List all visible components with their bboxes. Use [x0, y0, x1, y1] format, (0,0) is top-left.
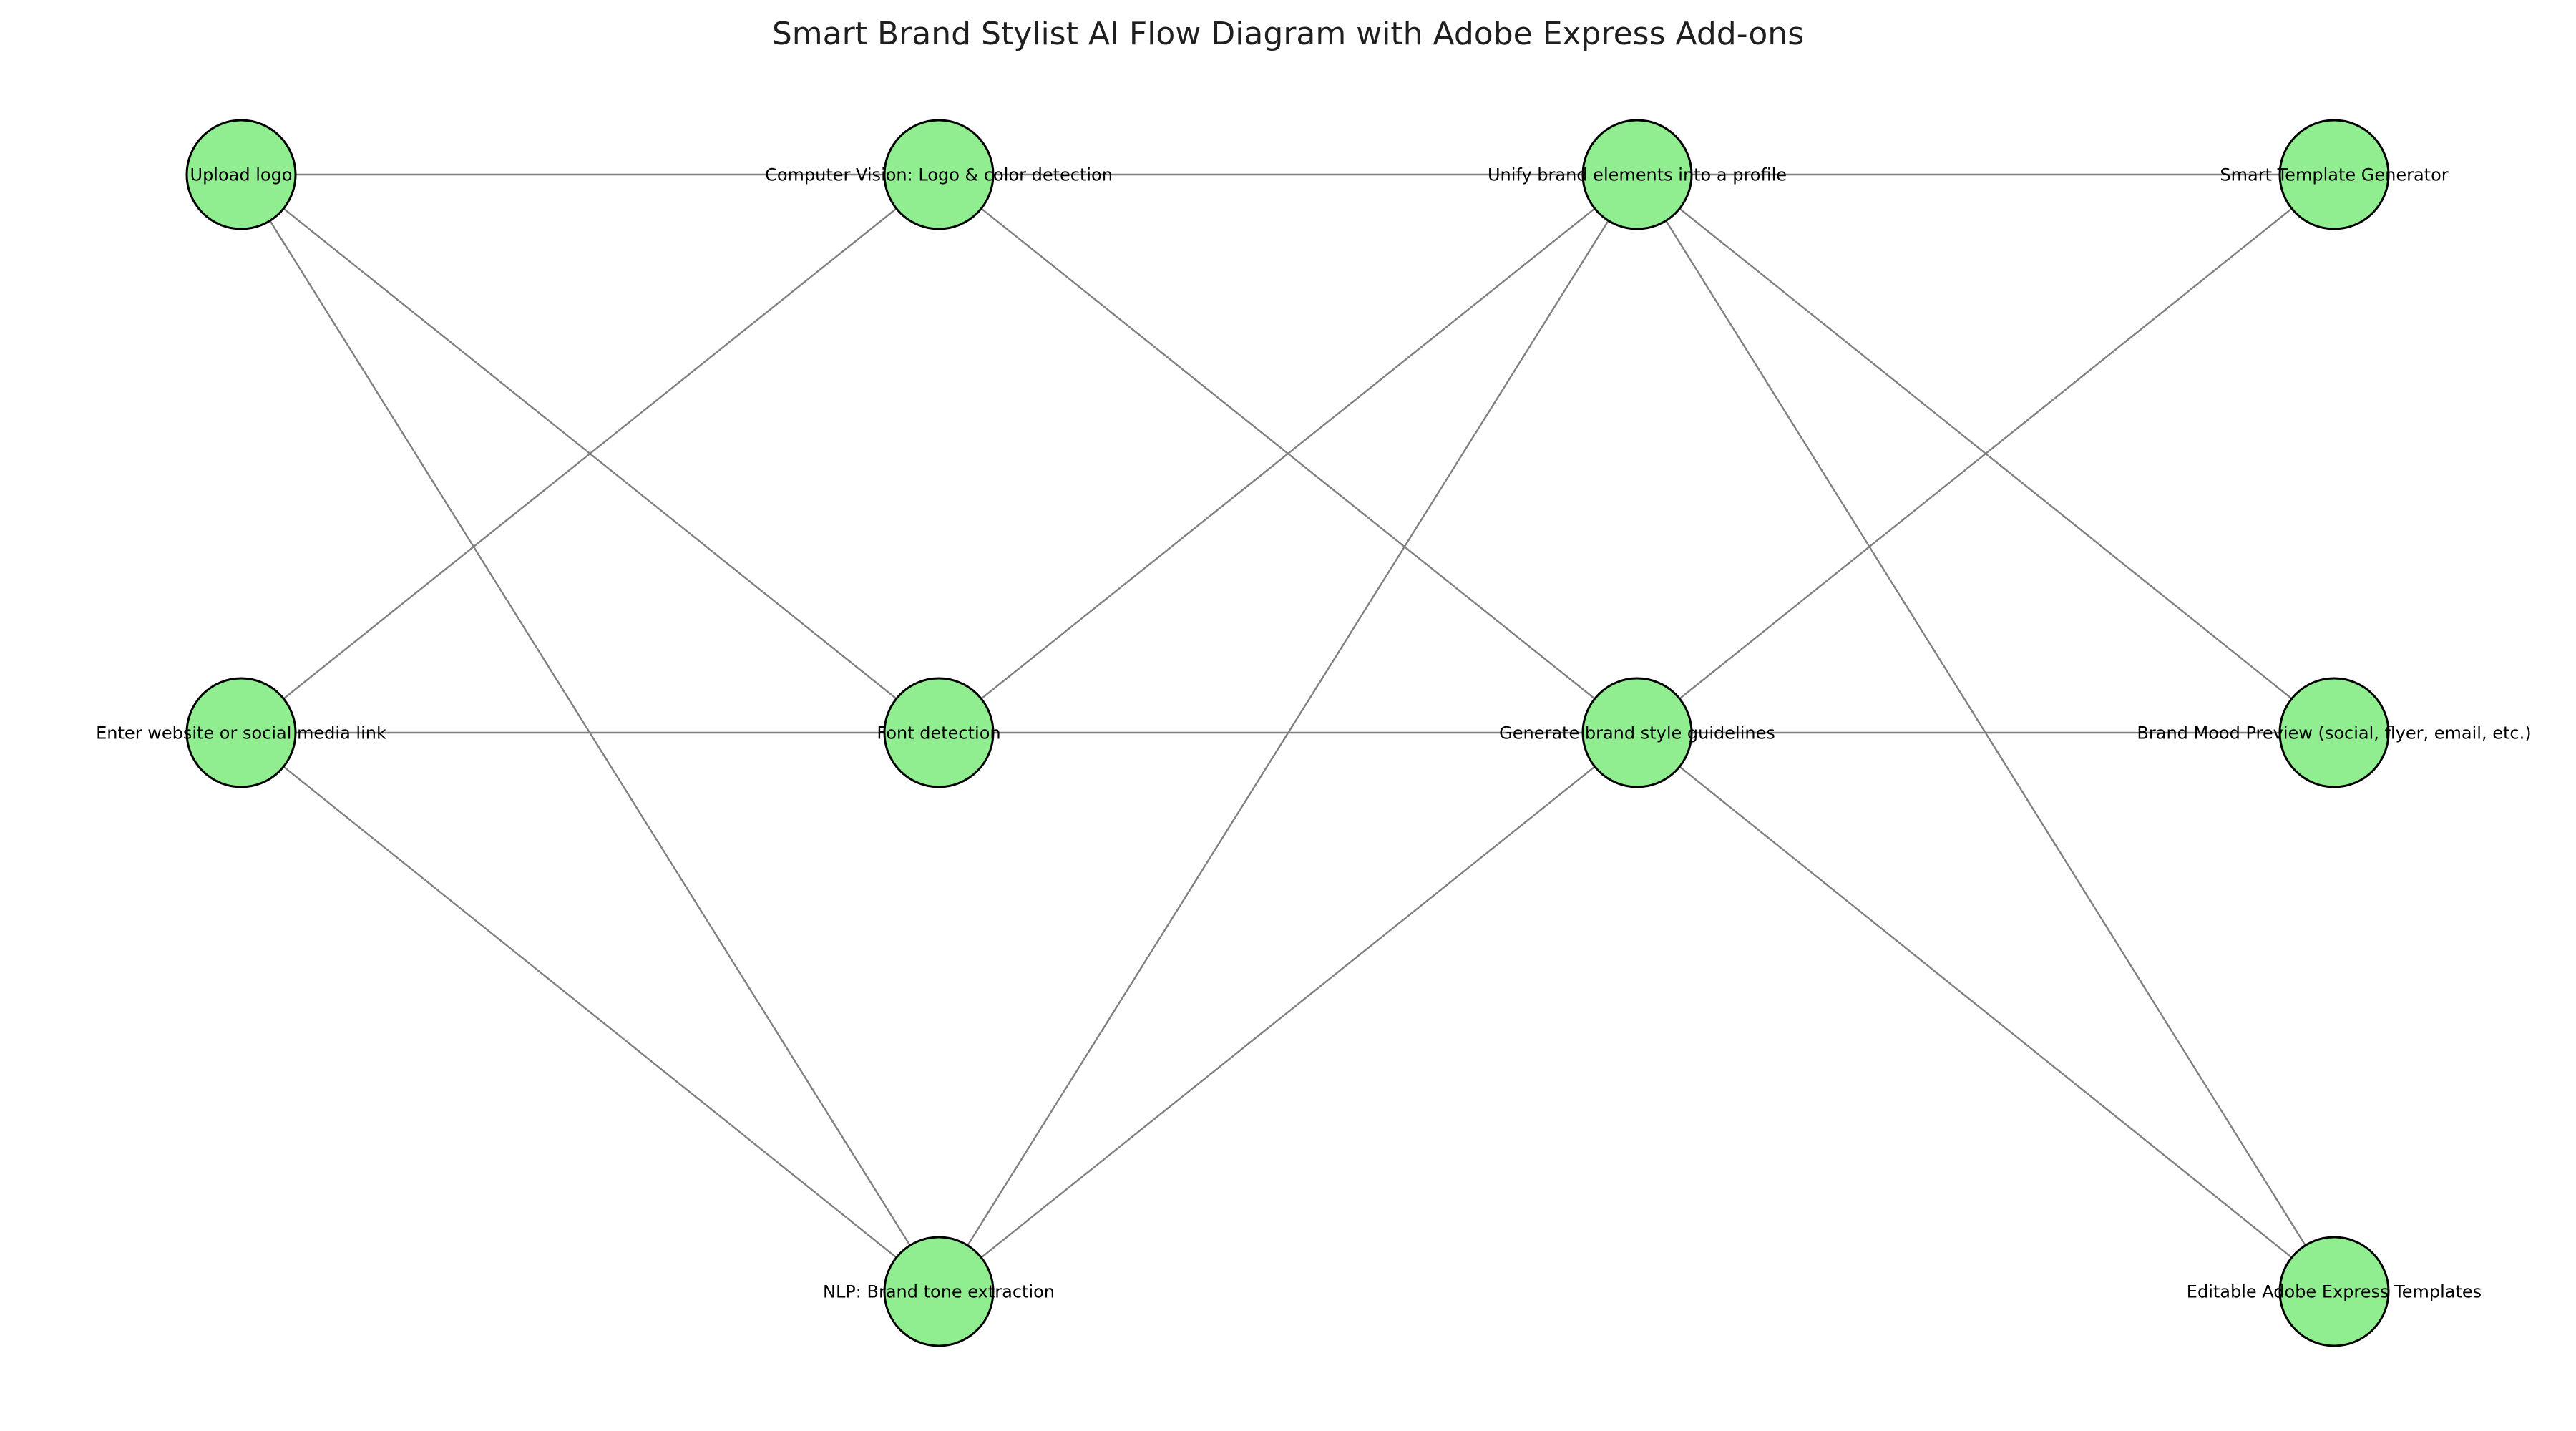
node-label-template-generator: Smart Template Generator	[2220, 165, 2448, 185]
edge-font-detection--unify-profile	[938, 174, 1638, 733]
node-nlp-tone	[883, 1236, 995, 1347]
nodes-layer	[185, 119, 2390, 1347]
node-unify-profile	[1581, 119, 1693, 230]
node-label-unify-profile: Unify brand elements into a profile	[1488, 165, 1787, 185]
node-label-upload-logo: Upload logo	[190, 165, 293, 185]
node-editable-templates	[2278, 1236, 2390, 1347]
node-label-editable-templates: Editable Adobe Express Templates	[2187, 1281, 2482, 1301]
node-template-generator	[2278, 119, 2390, 230]
edge-enter-link--cv-detection	[240, 174, 940, 733]
node-generate-guidelines	[1581, 677, 1693, 788]
node-label-generate-guidelines: Generate brand style guidelines	[1499, 723, 1775, 743]
node-cv-detection	[883, 119, 995, 230]
edge-enter-link--nlp-tone	[240, 732, 940, 1292]
node-label-nlp-tone: NLP: Brand tone extraction	[823, 1281, 1055, 1301]
node-font-detection	[883, 677, 995, 788]
edge-nlp-tone--unify-profile	[937, 174, 1639, 1292]
node-upload-logo	[185, 119, 297, 230]
edge-generate-guidelines--editable-templates	[1636, 732, 2335, 1292]
node-label-font-detection: Font detection	[877, 723, 1000, 743]
node-enter-link	[185, 677, 297, 788]
node-label-mood-preview: Brand Mood Preview (social, flyer, email…	[2137, 723, 2531, 743]
diagram-title: Smart Brand Stylist AI Flow Diagram with…	[772, 16, 1804, 52]
node-label-cv-detection: Computer Vision: Logo & color detection	[765, 165, 1113, 185]
edge-nlp-tone--generate-guidelines	[938, 732, 1638, 1292]
node-mood-preview	[2278, 677, 2390, 788]
node-label-enter-link: Enter website or social media link	[96, 723, 386, 743]
edge-generate-guidelines--template-generator	[1636, 174, 2335, 733]
edges-layer	[240, 173, 2336, 1292]
